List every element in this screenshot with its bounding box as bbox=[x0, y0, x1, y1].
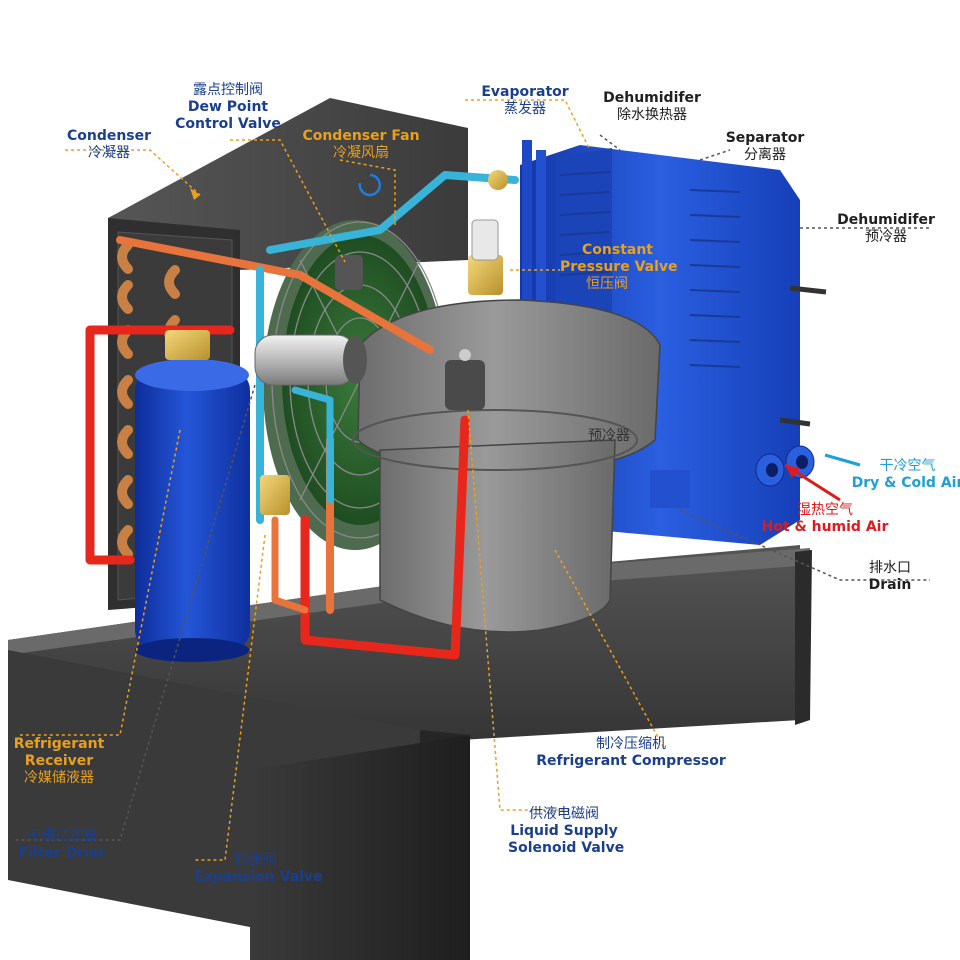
expansion-valve-cn: 膨胀阀 bbox=[235, 852, 277, 868]
filter-drier-en: Filter Drier bbox=[18, 845, 106, 861]
dehumidifier-top-en: Dehumidifer bbox=[603, 90, 701, 106]
dew-point-en-2: Control Valve bbox=[175, 116, 281, 132]
drain-label: 排水口 Drain bbox=[850, 560, 930, 594]
refrigerant-receiver-label: Refrigerant Receiver 冷媒储液器 bbox=[12, 736, 106, 787]
fan-rotation-icon bbox=[358, 173, 382, 197]
precooler-body-label: 预冷器 bbox=[588, 428, 630, 444]
receiver-en-2: Receiver bbox=[24, 753, 94, 769]
receiver-en-1: Refrigerant bbox=[13, 736, 105, 752]
refrigerant-receiver bbox=[135, 359, 250, 662]
leader-lines bbox=[15, 99, 930, 861]
constant-pressure-en-2: Pressure Valve bbox=[560, 259, 678, 275]
dew-point-cn: 露点控制阀 bbox=[193, 82, 263, 98]
hot-humid-air-en: Hot & humid Air bbox=[761, 519, 889, 535]
hot-humid-air-label: 湿热空气 Hot & humid Air bbox=[760, 502, 890, 536]
refrigerant-compressor-label: 制冷压缩机 Refrigerant Compressor bbox=[536, 736, 726, 770]
constant-pressure-cn: 恒压阀 bbox=[586, 276, 628, 292]
solenoid-en-1: Liquid Supply bbox=[510, 823, 618, 839]
expansion-valve-en: Expansion Valve bbox=[194, 869, 323, 885]
dry-air-arrow bbox=[824, 453, 861, 467]
receiver-cn: 冷媒储液器 bbox=[24, 770, 94, 786]
dry-cold-air-label: 干冷空气 Dry & Cold Air bbox=[850, 458, 960, 492]
evaporator-cn: 蒸发器 bbox=[504, 101, 546, 117]
refrigerant-compressor bbox=[352, 299, 661, 633]
dehumidifier-top-label: Dehumidifer 除水换热器 bbox=[602, 90, 702, 124]
solenoid-en-2: Solenoid Valve bbox=[508, 840, 625, 856]
refrigerant-pipes bbox=[85, 171, 519, 660]
condenser-fan-cn: 冷凝风扇 bbox=[333, 145, 389, 161]
filter-drier-label: 干燥过滤器 Filter Drier bbox=[12, 828, 112, 862]
evaporator-en: Evaporator bbox=[481, 84, 569, 100]
separator-cn: 分离器 bbox=[744, 147, 786, 163]
liquid-solenoid-valve-label: 供液电磁阀 Liquid Supply Solenoid Valve bbox=[508, 806, 625, 857]
compressor-cn: 制冷压缩机 bbox=[596, 736, 666, 752]
dry-cold-air-cn: 干冷空气 bbox=[879, 458, 936, 474]
humid-air-arrowhead bbox=[785, 465, 800, 478]
filter-drier-cn: 干燥过滤器 bbox=[27, 828, 97, 844]
condenser-fan-en: Condenser Fan bbox=[302, 128, 420, 144]
condenser-fan-label: Condenser Fan 冷凝风扇 bbox=[302, 128, 420, 162]
expansion-valve-label: 膨胀阀 Expansion Valve bbox=[194, 852, 323, 886]
compressor-en: Refrigerant Compressor bbox=[536, 753, 726, 769]
dehumidifier-right-cn: 预冷器 bbox=[865, 229, 907, 245]
dew-point-en-1: Dew Point bbox=[187, 99, 269, 115]
condenser-label: Condenser 冷凝器 bbox=[64, 128, 154, 162]
solenoid-cn: 供液电磁阀 bbox=[529, 806, 599, 822]
dehumidifier-right-en: Dehumidifer bbox=[837, 212, 935, 228]
drain-en: Drain bbox=[868, 577, 912, 593]
evaporator-label: Evaporator 蒸发器 bbox=[480, 84, 570, 118]
separator-en: Separator bbox=[725, 130, 805, 146]
dry-cold-air-en: Dry & Cold Air bbox=[851, 475, 960, 491]
dehumidifier-right-label: Dehumidifer 预冷器 bbox=[834, 212, 938, 246]
valve-fittings bbox=[165, 170, 508, 515]
condenser-en: Condenser bbox=[66, 128, 152, 144]
dehumidifier-top-cn: 除水换热器 bbox=[617, 107, 687, 123]
separator-label: Separator 分离器 bbox=[722, 130, 808, 164]
drain-cn: 排水口 bbox=[869, 560, 911, 576]
constant-pressure-en-1: Constant bbox=[582, 242, 653, 258]
hot-humid-air-cn: 湿热空气 bbox=[797, 502, 853, 518]
filter-drier bbox=[254, 334, 367, 386]
dew-point-valve-label: 露点控制阀 Dew Point Control Valve bbox=[172, 82, 284, 133]
condenser-cn: 冷凝器 bbox=[88, 145, 130, 161]
constant-pressure-valve-label: Constant Pressure Valve 恒压阀 bbox=[560, 242, 690, 293]
